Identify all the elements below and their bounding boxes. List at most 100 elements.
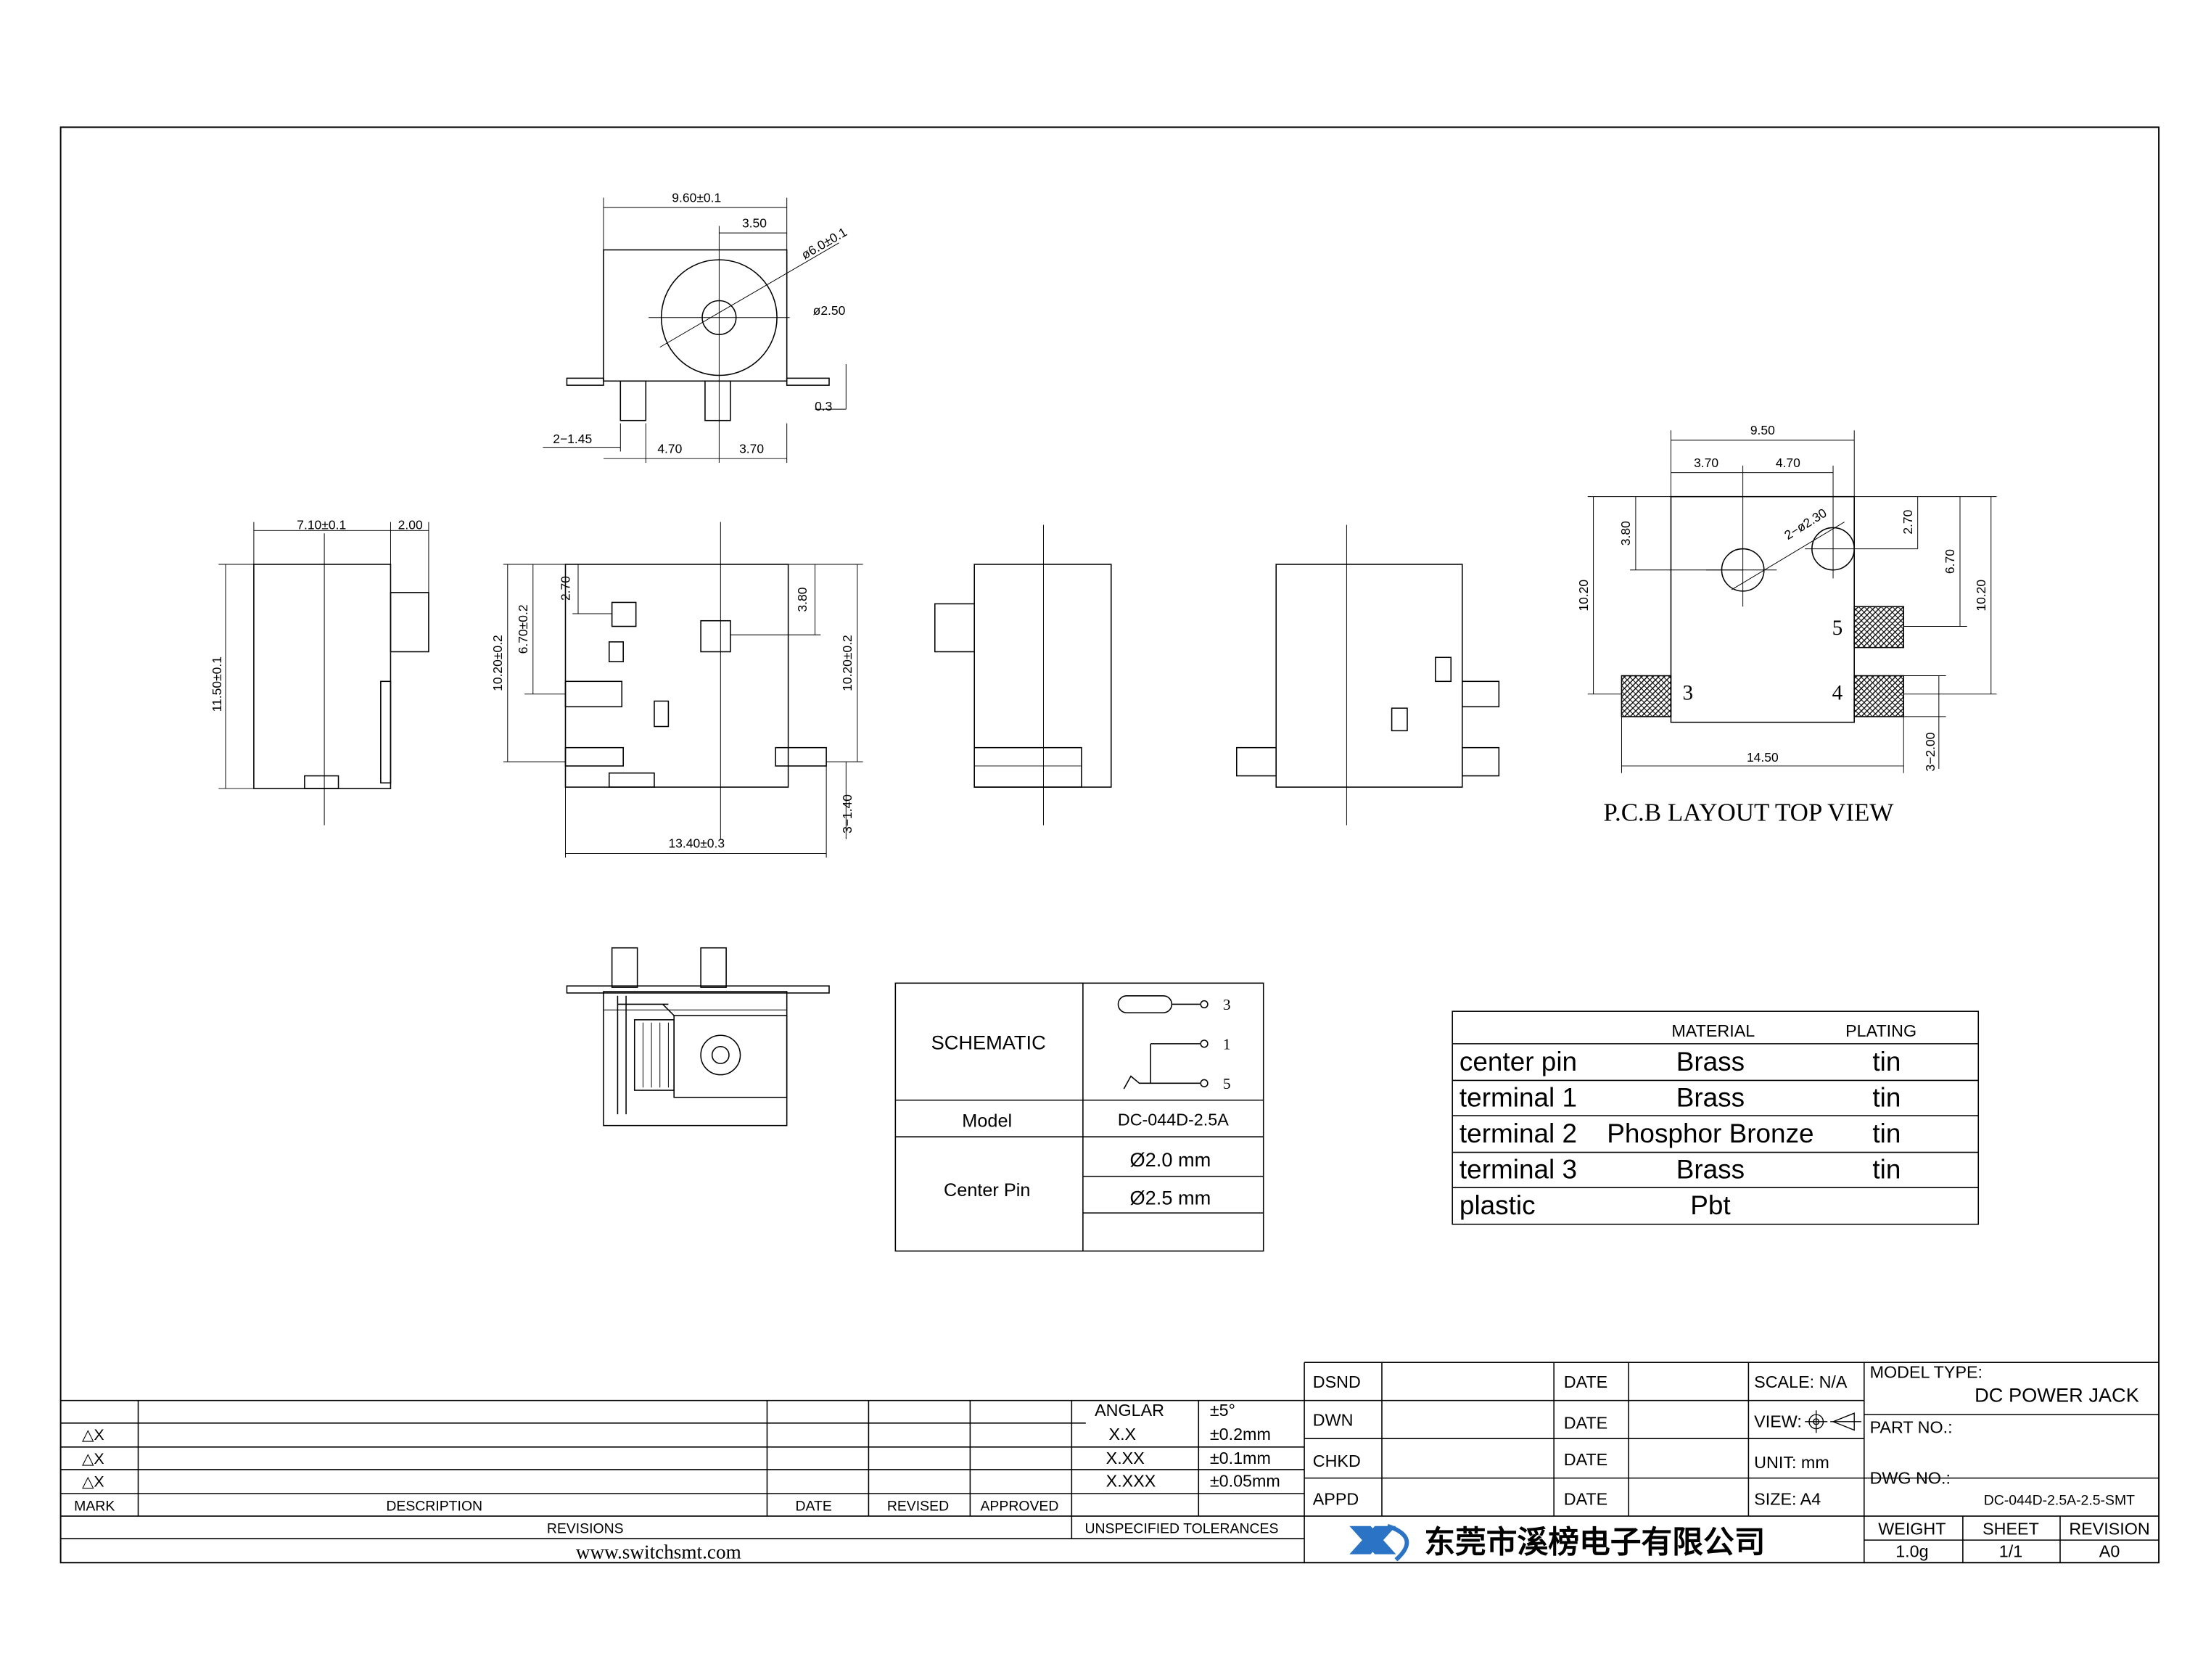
signoff-chkd-date: DATE [1564, 1450, 1607, 1469]
revision-mark-2: △X [82, 1450, 104, 1467]
front-view-dim-body-right: 10.20±0.2 [840, 635, 855, 691]
plating-cell: tin [1872, 1119, 1901, 1148]
pcb-layout-title: P.C.B LAYOUT TOP VIEW [1603, 799, 1893, 827]
model-label: Model [962, 1111, 1012, 1132]
top-view-dim-outer-dia: ø6.0±0.1 [799, 225, 849, 263]
tolerance-value-3: ±0.1mm [1210, 1449, 1271, 1467]
front-view [503, 522, 863, 858]
signoff-dsnd-date: DATE [1564, 1372, 1607, 1391]
revision-value: A0 [2099, 1541, 2120, 1560]
pcb-dim-holes: 2−ø2.30 [1782, 506, 1829, 543]
left-side-view [218, 522, 429, 825]
revision-mark-1: △X [82, 1426, 104, 1444]
plating-cell: tin [1872, 1155, 1901, 1185]
material-cell: Brass [1676, 1155, 1745, 1185]
pcb-dim-width: 9.50 [1750, 423, 1775, 437]
left-view-dim-depth: 7.10±0.1 [297, 517, 346, 532]
weight-label: WEIGHT [1878, 1519, 1946, 1538]
size-field: SIZE: A4 [1754, 1490, 1821, 1509]
tolerance-value-4: ±0.05mm [1210, 1471, 1280, 1490]
left-view-dim-protrusion: 2.00 [398, 517, 423, 532]
pcb-dim-b: 4.70 [1776, 456, 1800, 470]
scale-field: SCALE: N/A [1754, 1372, 1848, 1391]
view-field: VIEW: [1754, 1412, 1802, 1431]
title-block [60, 1362, 2159, 1563]
pcb-dim-hole-y2: 2.70 [1901, 509, 1915, 534]
schematic-pin-5: 5 [1223, 1075, 1231, 1092]
section-view [566, 947, 830, 1127]
signoff-dwn: DWN [1313, 1411, 1354, 1430]
schematic-pin-1: 1 [1223, 1036, 1231, 1053]
schematic-table [894, 982, 1264, 1252]
top-view-dim-pin-width: 2−1.45 [553, 432, 592, 446]
front-view-dim-pin-pos-b: 6.70±0.2 [516, 604, 530, 654]
center-pin-label: Center Pin [944, 1180, 1030, 1201]
top-view-dim-width: 9.60±0.1 [672, 190, 721, 205]
revisions-col-revised: REVISED [887, 1498, 949, 1514]
pcb-pad-4 [1853, 675, 1905, 717]
revisions-col-mark: MARK [74, 1498, 115, 1514]
material-header-material: MATERIAL [1671, 1021, 1755, 1040]
center-pin-value-1: Ø2.0 mm [1129, 1148, 1211, 1171]
top-view-dim-offset: 3.50 [742, 215, 767, 230]
signoff-dsnd: DSND [1313, 1372, 1361, 1391]
company-logo-icon [1349, 1523, 1409, 1562]
tolerances-title: UNSPECIFIED TOLERANCES [1085, 1520, 1279, 1536]
model-type-value: DC POWER JACK [1975, 1384, 2139, 1407]
pcb-pad-3 [1621, 675, 1672, 717]
pcb-dim-hole-y: 3.80 [1618, 521, 1633, 545]
plating-cell: tin [1872, 1082, 1901, 1112]
top-view-dim-pin-thick: 0.3 [815, 399, 832, 413]
front-view-dim-pin-pos: 2.70 [558, 576, 572, 601]
weight-value: 1.0g [1895, 1541, 1928, 1560]
material-cell: Brass [1676, 1082, 1745, 1112]
sheet-value: 1/1 [1999, 1541, 2022, 1560]
signoff-dwn-date: DATE [1564, 1414, 1607, 1433]
revisions-title: REVISIONS [547, 1520, 624, 1536]
revision-label: REVISION [2069, 1519, 2149, 1538]
top-view-dim-inner-dia: ø2.50 [813, 303, 846, 318]
revisions-col-description: DESCRIPTION [386, 1498, 482, 1514]
material-part-cell: plastic [1459, 1190, 1536, 1220]
material-part-cell: terminal 1 [1459, 1082, 1577, 1112]
website[interactable]: www.switchsmt.com [576, 1541, 741, 1562]
pcb-pad-label-5: 5 [1832, 617, 1843, 640]
tolerance-value-2: ±0.2mm [1210, 1425, 1271, 1444]
material-part-cell: terminal 2 [1459, 1119, 1577, 1148]
model-value: DC-044D-2.5A [1118, 1111, 1229, 1129]
pcb-dim-pad-span: 14.50 [1747, 750, 1779, 765]
back-view [1236, 524, 1500, 825]
schematic-symbol [1117, 995, 1209, 1090]
top-view-dim-pitch-b: 3.70 [739, 441, 764, 456]
front-view-dim-pin-len: 3−1.40 [840, 794, 855, 833]
pcb-pad-5 [1853, 606, 1905, 648]
tolerance-label-3: X.XX [1106, 1449, 1145, 1467]
revisions-col-date: DATE [795, 1498, 831, 1514]
revisions-col-approved: APPROVED [980, 1498, 1058, 1514]
pcb-layout-view [1587, 430, 1997, 773]
material-header-plating: PLATING [1845, 1021, 1916, 1040]
tolerance-label-2: X.X [1109, 1425, 1137, 1444]
material-part-cell: terminal 3 [1459, 1155, 1577, 1185]
tolerance-label-1: ANGLAR [1095, 1401, 1164, 1420]
top-view [543, 197, 847, 464]
company-name: 东莞市溪榜电子有限公司 [1424, 1525, 1765, 1561]
part-no-label: PART NO.: [1870, 1417, 1953, 1436]
material-part-cell: center pin [1459, 1047, 1577, 1076]
model-type-label: MODEL TYPE: [1870, 1363, 1983, 1382]
unit-field: UNIT: mm [1754, 1453, 1829, 1472]
left-view-dim-height: 11.50±0.1 [210, 656, 224, 712]
pcb-dim-a: 3.70 [1694, 456, 1718, 470]
revision-mark-3: △X [82, 1473, 104, 1490]
schematic-label: SCHEMATIC [931, 1032, 1046, 1054]
sheet-border [59, 126, 2160, 1564]
pcb-pad-label-3: 3 [1683, 682, 1694, 705]
front-view-dim-total-length: 13.40±0.3 [668, 836, 725, 851]
right-side-view [934, 524, 1112, 825]
front-view-dim-center: 3.80 [795, 587, 810, 612]
dwg-no-value: DC-044D-2.5A-2.5-SMT [1984, 1493, 2135, 1509]
front-view-dim-body: 10.20±0.2 [490, 635, 505, 691]
pcb-dim-height-left: 10.20 [1576, 580, 1591, 612]
